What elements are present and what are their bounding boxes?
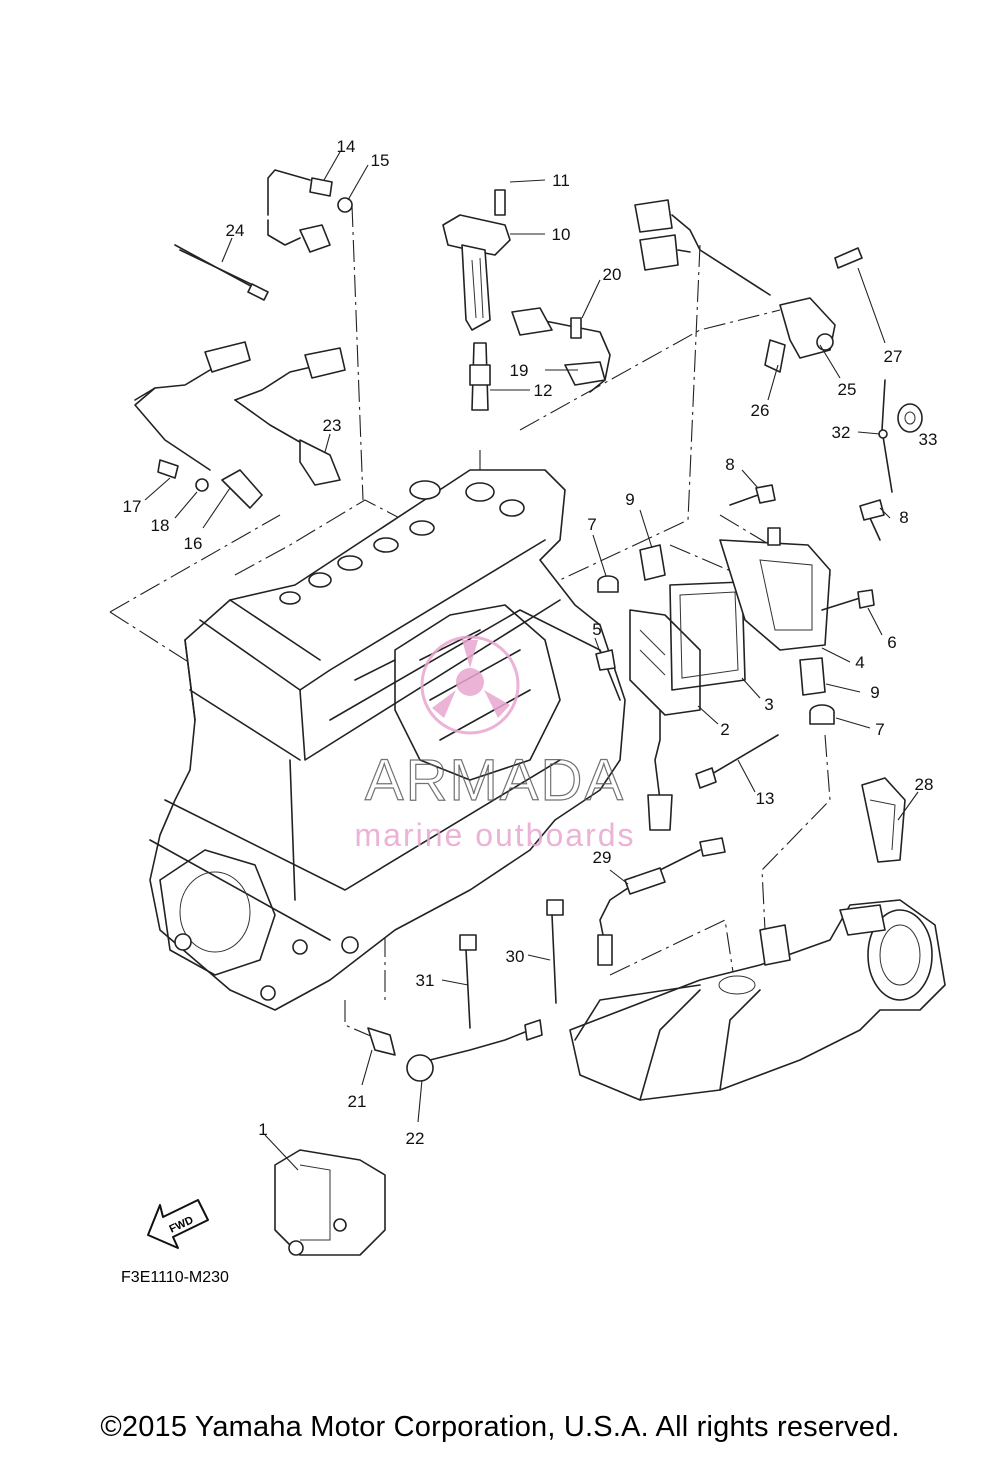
watermark-brand: ARMADA [365,748,625,813]
flywheel-housing [159,849,359,1001]
drawing-code: F3E1110-M230 [121,1269,229,1286]
callout-21: 21 [348,1092,367,1111]
spark-plug-wells [279,480,525,605]
callout-14: 14 [337,137,356,156]
part-14-temp-sensor [267,169,353,253]
callout-23: 23 [323,416,342,435]
part-3-gasket [669,581,746,691]
part-12-spark-plug [469,342,491,411]
callout-16: 16 [184,534,203,553]
callout-27: 27 [884,347,903,366]
callout-9a: 9 [625,490,634,509]
callout-4: 4 [855,653,864,672]
callout-13: 13 [756,789,775,808]
part-1-module [274,1149,386,1256]
callout-25: 25 [838,380,857,399]
callout-2: 2 [720,720,729,739]
part-10-ignition-coil [442,189,511,331]
callout-3: 3 [764,695,773,714]
callout-22: 22 [406,1129,425,1148]
callout-12: 12 [534,381,553,400]
part-33-grommet [897,403,923,433]
callout-19: 19 [510,361,529,380]
part-32-tie [878,379,893,493]
part-2-control-module [629,609,701,831]
part-9-grommet-b [799,657,826,696]
callout-29: 29 [593,848,612,867]
callout-31: 31 [416,971,435,990]
part-23-knock-sensor [234,347,346,486]
callout-30: 30 [506,947,525,966]
part-31-cable-tie [459,934,477,1029]
part-4-throttle-body [719,527,831,651]
part-13-sensor [695,734,779,789]
callout-26: 26 [751,401,770,420]
callout-labels: 1 2 3 4 5 6 7 7 8 8 9 9 10 11 12 13 14 1… [123,137,938,1148]
copyright-notice: ©2015 Yamaha Motor Corporation, U.S.A. A… [100,1411,900,1443]
engine-block [149,469,626,1011]
armada-watermark: ARMADA marine outboards [354,635,635,853]
callout-7a: 7 [587,515,596,534]
watermark-tagline: marine outboards [354,817,635,853]
exploded-view-drawing: FWD ARMADA marine outboards [109,137,946,1286]
callout-8b: 8 [899,508,908,527]
callout-6: 6 [887,633,896,652]
part-30-cable-tie [546,899,564,1004]
callout-9b: 9 [870,683,879,702]
part-25-pressure-sensor [634,199,863,373]
callout-15: 15 [371,151,390,170]
part-29-o2-sensor [597,837,726,966]
part-7-collar-a [597,575,619,593]
callout-5: 5 [592,620,601,639]
part-28-clip [861,777,906,863]
callout-7b: 7 [875,720,884,739]
callout-10: 10 [552,225,571,244]
exhaust-manifold [569,899,946,1101]
callout-20: 20 [603,265,622,284]
part-24-sensor [174,244,269,301]
part-16-crank-sensor [134,341,263,509]
part-6-bolt [821,589,875,611]
part-21-sender [367,1027,396,1056]
callout-28: 28 [915,775,934,794]
fwd-arrow-icon: FWD [147,1199,209,1249]
callout-11: 11 [552,171,570,190]
part-19-cam-sensor [511,307,611,393]
part-7-collar-b [809,704,835,725]
part-8-bolt-a [729,484,776,506]
part-22-sensor-harness [406,1019,543,1082]
part-5-bolt [595,649,616,671]
part-8-bolt-b [859,499,885,541]
callout-1: 1 [258,1120,267,1139]
leader-lines [144,151,919,1171]
callout-32: 32 [832,423,851,442]
callout-17: 17 [123,497,142,516]
callout-33: 33 [919,430,938,449]
callout-8a: 8 [725,455,734,474]
part-9-grommet-a [639,544,666,581]
callout-24: 24 [226,221,245,240]
callout-18: 18 [151,516,170,535]
